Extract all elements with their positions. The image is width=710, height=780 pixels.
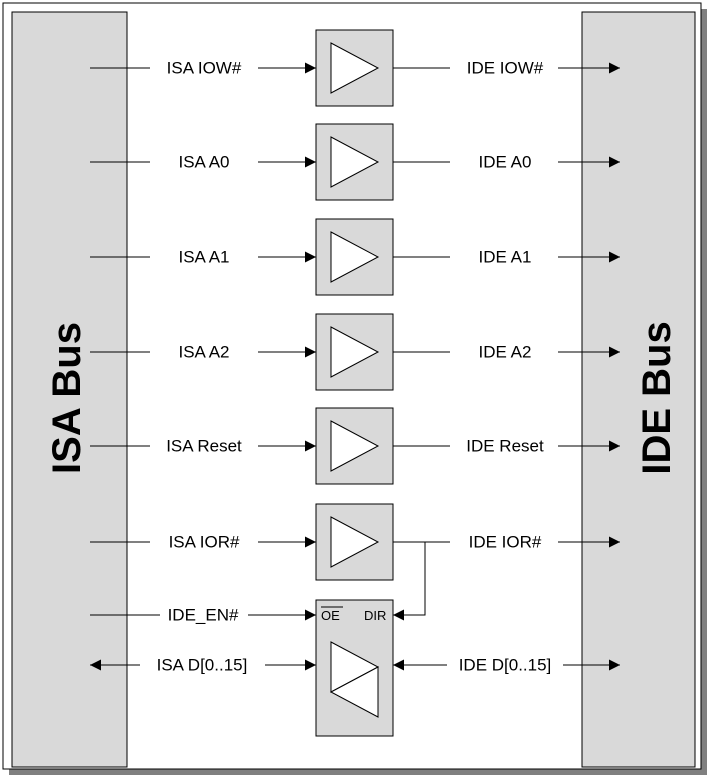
ide-bus-bar <box>581 11 696 768</box>
ide-data-label: IDE D[0..15] <box>459 656 552 675</box>
ide-signal-label: IDE A2 <box>479 343 532 362</box>
signal-row: ISA Reset IDE Reset <box>90 407 620 485</box>
dir-label: DIR <box>364 608 386 623</box>
isa-signal-label: ISA A2 <box>178 343 229 362</box>
signal-row: ISA IOR# IDE IOR# <box>90 503 620 581</box>
buffer-triangle <box>330 42 380 94</box>
isa-signal-label: ISA Reset <box>166 437 242 456</box>
buffer-triangle <box>330 516 380 568</box>
signal-rows: ISA IOW# IDE IOW# ISA A0 IDE A0 ISA A1 IDE A1… <box>90 29 620 581</box>
isa-signal-label: ISA A0 <box>178 153 229 172</box>
buffer-triangle <box>330 326 380 378</box>
buffer-triangle <box>330 231 380 283</box>
ide-signal-label: IDE A0 <box>479 153 532 172</box>
data-bus-row: ISA D[0..15] IDE D[0..15] <box>90 656 620 675</box>
ide-bus-title: IDE Bus <box>635 321 679 474</box>
oe-label: OE <box>321 608 340 623</box>
isa-bus-title: ISA Bus <box>45 322 89 474</box>
ide-signal-label: IDE Reset <box>466 437 544 456</box>
transceiver-reverse-triangle <box>329 666 379 718</box>
isa-bus-bar <box>11 11 128 768</box>
isa-signal-label: ISA IOW# <box>167 59 242 78</box>
signal-row: ISA A1 IDE A1 <box>90 218 620 296</box>
ide-signal-label: IDE A1 <box>479 248 532 267</box>
buffer-triangle <box>330 136 380 188</box>
enable-row: IDE_EN# <box>90 606 316 625</box>
ide-signal-label: IDE IOR# <box>469 533 542 552</box>
isa-signal-label: ISA IOR# <box>169 533 240 552</box>
enable-label: IDE_EN# <box>168 606 239 625</box>
buffer-triangle <box>330 420 380 472</box>
signal-row: ISA A2 IDE A2 <box>90 313 620 391</box>
isa-signal-label: ISA A1 <box>178 248 229 267</box>
ide-signal-label: IDE IOW# <box>467 59 544 78</box>
signal-row: ISA IOW# IDE IOW# <box>90 29 620 107</box>
signal-row: ISA A0 IDE A0 <box>90 123 620 201</box>
ior-to-dir-wire <box>393 542 426 621</box>
transceiver: OE DIR <box>315 599 394 737</box>
isa-data-label: ISA D[0..15] <box>157 656 248 675</box>
